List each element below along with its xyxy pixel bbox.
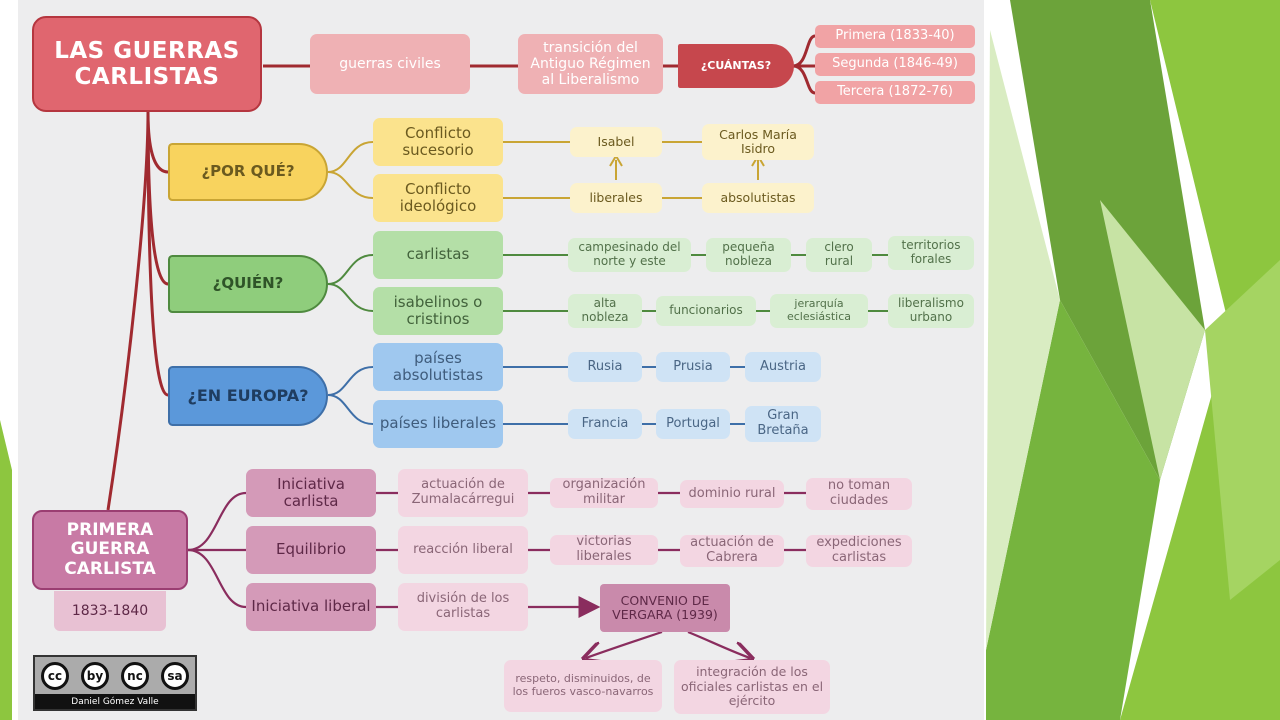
who-node: ¿QUIÉN? bbox=[168, 255, 328, 313]
author-credit: Daniel Gómez Valle bbox=[35, 694, 195, 709]
equilibrium-item-4: expediciones carlistas bbox=[806, 535, 912, 567]
country-prussia: Prusia bbox=[656, 352, 730, 382]
line-why-ideological bbox=[327, 171, 374, 199]
cc-icons: cc by nc sa bbox=[35, 657, 195, 695]
line-first-phase1 bbox=[187, 491, 247, 552]
line-who-isabelinos bbox=[327, 283, 374, 312]
by-icon: by bbox=[81, 662, 109, 690]
carlist-item-4: no toman ciudades bbox=[806, 478, 912, 510]
equilibrium-item-2: victorias liberales bbox=[550, 534, 658, 565]
connector-lines bbox=[106, 34, 888, 720]
line-why-succession bbox=[327, 141, 374, 173]
carlist-supporter-1: campesinado del norte y este bbox=[568, 238, 691, 272]
line-who-carlists bbox=[327, 254, 374, 285]
right-facet-pale-2 bbox=[1100, 200, 1205, 480]
europe-node: ¿EN EUROPA? bbox=[168, 366, 328, 426]
carlist-item-1: actuación de Zumalacárregui bbox=[398, 469, 528, 517]
ideological-node: Conflicto ideológico bbox=[373, 174, 503, 222]
country-portugal: Portugal bbox=[656, 409, 730, 439]
isabelino-supporter-4: liberalismo urbano bbox=[888, 294, 974, 328]
transition-node: transición del Antiguo Régimen al Libera… bbox=[518, 34, 663, 94]
line-title-why bbox=[146, 111, 169, 174]
liberals-node: liberales bbox=[570, 183, 662, 213]
right-facet-light-2 bbox=[1205, 260, 1280, 600]
liberal-countries-node: países liberales bbox=[373, 400, 503, 448]
isabelino-supporter-3: jerarquía eclesiástica bbox=[770, 294, 868, 328]
why-node: ¿POR QUÉ? bbox=[168, 143, 328, 201]
title-node: LAS GUERRAS CARLISTAS bbox=[32, 16, 262, 112]
line-europe-absolutist bbox=[327, 366, 374, 396]
war-1: Primera (1833-40) bbox=[815, 25, 975, 48]
concept-map: LAS GUERRAS CARLISTAS guerras civiles tr… bbox=[18, 0, 984, 720]
civil-wars-node: guerras civiles bbox=[310, 34, 470, 94]
isabelino-supporter-1: alta nobleza bbox=[568, 294, 642, 328]
country-russia: Rusia bbox=[568, 352, 642, 382]
phase-equilibrium: Equilibrio bbox=[246, 526, 376, 574]
country-britain: Gran Bretaña bbox=[745, 406, 821, 442]
war-2: Segunda (1846-49) bbox=[815, 53, 975, 76]
isabelino-supporter-2: funcionarios bbox=[656, 296, 756, 326]
isabel-node: Isabel bbox=[570, 127, 662, 157]
carlist-item-3: dominio rural bbox=[680, 480, 784, 508]
first-war-years: 1833-1840 bbox=[54, 591, 166, 631]
line-europe-liberal bbox=[327, 394, 374, 425]
first-war-node: PRIMERA GUERRA CARLISTA bbox=[32, 510, 188, 590]
country-austria: Austria bbox=[745, 352, 821, 382]
carlists-node: carlistas bbox=[373, 231, 503, 279]
carlist-item-2: organización militar bbox=[550, 477, 658, 508]
cc-license-badge: cc by nc sa Daniel Gómez Valle bbox=[33, 655, 197, 711]
right-facet-pale bbox=[986, 30, 1060, 650]
arrow-vergara-officers bbox=[687, 630, 750, 658]
line-first-phase3 bbox=[187, 548, 247, 609]
equilibrium-item-1: reacción liberal bbox=[398, 526, 528, 574]
line-war-1 bbox=[792, 34, 816, 68]
line-war-3 bbox=[792, 64, 816, 95]
phase-liberal-initiative: Iniciativa liberal bbox=[246, 583, 376, 631]
carlos-node: Carlos María Isidro bbox=[702, 124, 814, 160]
arrow-vergara-fueros bbox=[586, 630, 663, 658]
cc-icon: cc bbox=[41, 662, 69, 690]
outcome-officers: integración de los oficiales carlistas e… bbox=[674, 660, 830, 714]
right-facet-mid bbox=[986, 300, 1160, 720]
line-title-firstwar bbox=[106, 111, 150, 511]
phase-carlist-initiative: Iniciativa carlista bbox=[246, 469, 376, 517]
line-title-europe bbox=[146, 111, 169, 397]
country-france: Francia bbox=[568, 409, 642, 439]
absolutist-countries-node: países absolutistas bbox=[373, 343, 503, 391]
outcome-fueros: respeto, disminuidos, de los fueros vasc… bbox=[504, 660, 662, 712]
carlist-supporter-3: clero rural bbox=[806, 238, 872, 272]
how-many-node: ¿CUÁNTAS? bbox=[678, 44, 794, 88]
liberal-item-division: división de los carlistas bbox=[398, 583, 528, 631]
isabelinos-node: isabelinos o cristinos bbox=[373, 287, 503, 335]
vergara-node: CONVENIO DE VERGARA (1939) bbox=[600, 584, 730, 632]
left-green-strip bbox=[0, 420, 12, 720]
war-3: Tercera (1872-76) bbox=[815, 81, 975, 104]
succession-node: Conflicto sucesorio bbox=[373, 118, 503, 166]
carlist-supporter-4: territorios forales bbox=[888, 236, 974, 270]
equilibrium-item-3: actuación de Cabrera bbox=[680, 535, 784, 567]
sa-icon: sa bbox=[161, 662, 189, 690]
absolutists-node: absolutistas bbox=[702, 183, 814, 213]
nc-icon: nc bbox=[121, 662, 149, 690]
carlist-supporter-2: pequeña nobleza bbox=[706, 238, 791, 272]
